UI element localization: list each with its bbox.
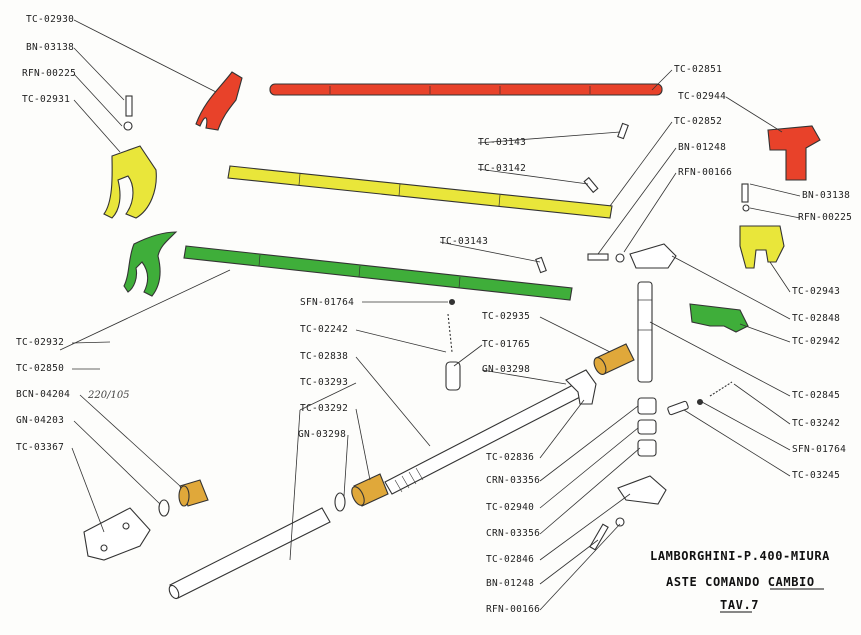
part-label: TC-02942 [792, 336, 840, 347]
red-shift-rail [269, 83, 663, 96]
part-label: BCN-04204 [16, 389, 70, 400]
part-label: BN-01248 [486, 578, 534, 589]
vertical-shaft-body [637, 281, 653, 383]
part-label: CRN-03356 [486, 528, 540, 539]
lever-arm [617, 475, 667, 505]
part-label: TC-02935 [482, 311, 530, 322]
green-rail-body [183, 245, 573, 301]
title-line-1: LAMBORGHINI-P.400-MIURA [650, 549, 830, 563]
bronze-bush-right [593, 343, 635, 375]
end-fitting-body [83, 507, 151, 561]
part-label: BN-03138 [26, 42, 74, 53]
yellow-fork [103, 145, 157, 219]
part-label: TC-02930 [26, 14, 74, 25]
part-label: BN-03138 [802, 190, 850, 201]
green-fork [123, 231, 178, 297]
title-block: LAMBORGHINI-P.400-MIURA ASTE COMANDO CAM… [650, 549, 830, 613]
part-label: TC-02836 [486, 452, 534, 463]
part-label: TC-02931 [22, 94, 70, 105]
yellow-block-body [739, 225, 785, 269]
green-selector-block [689, 303, 749, 333]
part-label: TC-03367 [16, 442, 64, 453]
red-rail-body [269, 83, 663, 96]
part-labels: TC-02930 BN-03138 RFN-00225 TC-02931 TC-… [16, 14, 852, 615]
vertical-shaft [637, 281, 653, 383]
part-label: TC-03142 [478, 163, 526, 174]
part-label: TC-02848 [792, 313, 840, 324]
cross-bracket [565, 369, 597, 405]
part-label: GN-04203 [16, 415, 64, 426]
red-selector-block [767, 125, 821, 181]
green-block-body [689, 303, 749, 333]
red-block-body [767, 125, 821, 181]
yellow-rail-body [227, 165, 613, 219]
part-label: TC-03143 [440, 236, 488, 247]
part-label: TC-02944 [678, 91, 726, 102]
part-label: TC-02845 [792, 390, 840, 401]
yellow-fork-body [103, 145, 157, 219]
small-screws [123, 95, 750, 551]
part-label: TC-02852 [674, 116, 722, 127]
part-label: CRN-03356 [486, 475, 540, 486]
bushes-stack [637, 397, 657, 457]
part-label: TC-02943 [792, 286, 840, 297]
part-label: TC-02940 [486, 502, 534, 513]
yellow-shift-rail [227, 165, 613, 219]
part-label: TC-02242 [300, 324, 348, 335]
part-label: TC-03143 [478, 137, 526, 148]
part-label: SFN-01764 [792, 444, 846, 455]
tube-body [169, 507, 331, 599]
title-line-2: ASTE COMANDO CAMBIO [666, 575, 815, 589]
selector-tube [168, 507, 331, 600]
end-fitting [83, 507, 151, 561]
cross-bracket-body [565, 369, 597, 405]
part-label: TC-03292 [300, 403, 348, 414]
part-label: TC-02850 [16, 363, 64, 374]
part-label: TC-02932 [16, 337, 64, 348]
threaded-rod [384, 383, 583, 495]
part-label: RFN-00166 [678, 167, 732, 178]
yellow-selector-block [739, 225, 785, 269]
part-label: TC-01765 [482, 339, 530, 350]
part-label: BN-01248 [678, 142, 726, 153]
rod-body [384, 383, 583, 495]
green-fork-body [123, 231, 178, 297]
lever-arm-body [617, 475, 667, 505]
part-label: TC-03293 [300, 377, 348, 388]
bronze-bush-left [178, 479, 209, 507]
part-label: RFN-00225 [22, 68, 76, 79]
red-fork-body [195, 71, 243, 131]
red-fork [195, 71, 243, 131]
lever-top [629, 243, 677, 269]
part-label: TC-02851 [674, 64, 722, 75]
green-shift-rail [183, 245, 573, 301]
part-label: RFN-00225 [798, 212, 852, 223]
part-label: TC-03245 [792, 470, 840, 481]
part-label: TC-02846 [486, 554, 534, 565]
part-label: TC-02838 [300, 351, 348, 362]
lever-top-body [629, 243, 677, 269]
bronze-bush-middle [351, 473, 389, 507]
leader-lines [59, 19, 801, 611]
part-label: SFN-01764 [300, 297, 354, 308]
title-line-3: TAV.7 [720, 598, 759, 612]
part-label: TC-03242 [792, 418, 840, 429]
part-label: RFN-00166 [486, 604, 540, 615]
part-label: GN-03298 [298, 429, 346, 440]
part-label: GN-03298 [482, 364, 530, 375]
handwritten-note: 220/105 [87, 390, 130, 401]
